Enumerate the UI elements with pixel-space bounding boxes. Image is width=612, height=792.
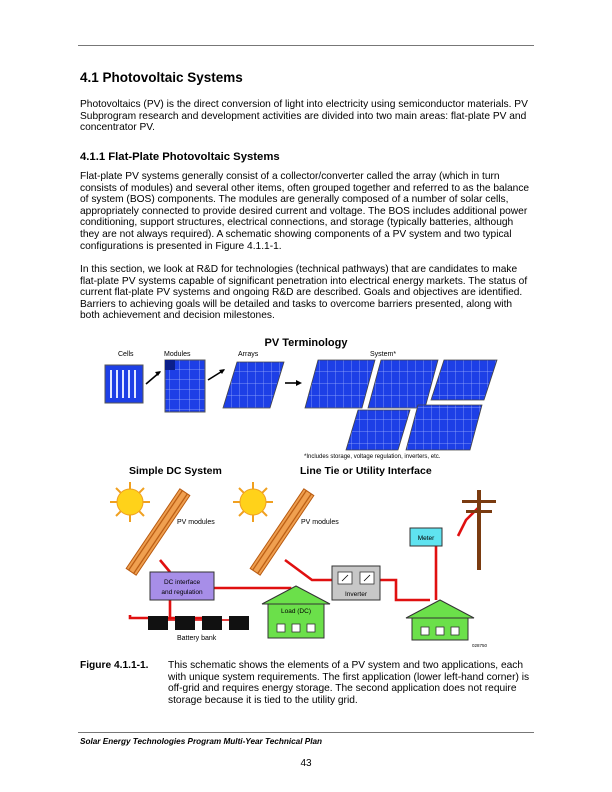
module-highlight-cell <box>165 360 175 370</box>
footer-rule <box>78 732 534 733</box>
battery-bank-graphic <box>148 616 249 630</box>
sun-icon <box>233 482 273 522</box>
label-load-dc: Load (DC) <box>281 608 311 615</box>
footer-title: Solar Energy Technologies Program Multi-… <box>80 737 323 746</box>
figure-code: 028750 <box>472 643 488 648</box>
intro-paragraph: Photovoltaics (PV) is the direct convers… <box>80 99 528 134</box>
body-paragraph-1: Flat-plate PV systems generally consist … <box>80 171 530 252</box>
label-dc-interface-2: and regulation <box>161 589 203 596</box>
load-dc-house <box>261 585 331 639</box>
simple-dc-title: Simple DC System <box>129 465 222 477</box>
arrowhead-3 <box>296 380 302 386</box>
label-arrays: Arrays <box>238 351 259 358</box>
system-footnote: *Includes storage, voltage regulation, i… <box>304 454 441 460</box>
inverter-box <box>331 565 381 601</box>
figure-title: PV Terminology <box>265 337 349 349</box>
dc-interface-box <box>149 571 215 601</box>
label-pv-modules-right: PV modules <box>301 519 339 526</box>
label-battery-bank: Battery bank <box>177 635 217 642</box>
meter-box <box>409 527 443 547</box>
body-paragraph-2: In this section, we look at R&D for tech… <box>80 264 528 322</box>
page-number: 43 <box>300 758 312 769</box>
label-pv-modules-left: PV modules <box>177 519 215 526</box>
label-inverter: Inverter <box>345 591 368 598</box>
label-system: System* <box>370 351 396 358</box>
sun-icon <box>110 482 150 522</box>
array-graphic <box>222 361 285 409</box>
subsection-title: 4.1.1 Flat-Plate Photovoltaic Systems <box>80 151 280 163</box>
system-graphic <box>304 359 498 451</box>
figure-caption-text: This schematic shows the elements of a P… <box>168 660 530 706</box>
utility-pole-icon <box>462 490 496 570</box>
header-rule <box>78 45 534 46</box>
label-meter: Meter <box>418 535 435 542</box>
line-tie-title: Line Tie or Utility Interface <box>300 465 432 477</box>
arrowhead-2 <box>219 369 225 374</box>
figure-caption-label: Figure 4.1.1-1. <box>80 660 149 671</box>
arrowhead-1 <box>155 371 161 376</box>
pv-module-strip-right <box>249 488 315 576</box>
label-dc-interface-1: DC interface <box>164 579 201 586</box>
label-modules: Modules <box>164 351 191 358</box>
label-cells: Cells <box>118 351 134 358</box>
home-house <box>405 599 475 641</box>
cell-graphic <box>104 364 144 404</box>
pv-module-strip-left <box>125 488 191 576</box>
section-title: 4.1 Photovoltaic Systems <box>80 70 243 85</box>
